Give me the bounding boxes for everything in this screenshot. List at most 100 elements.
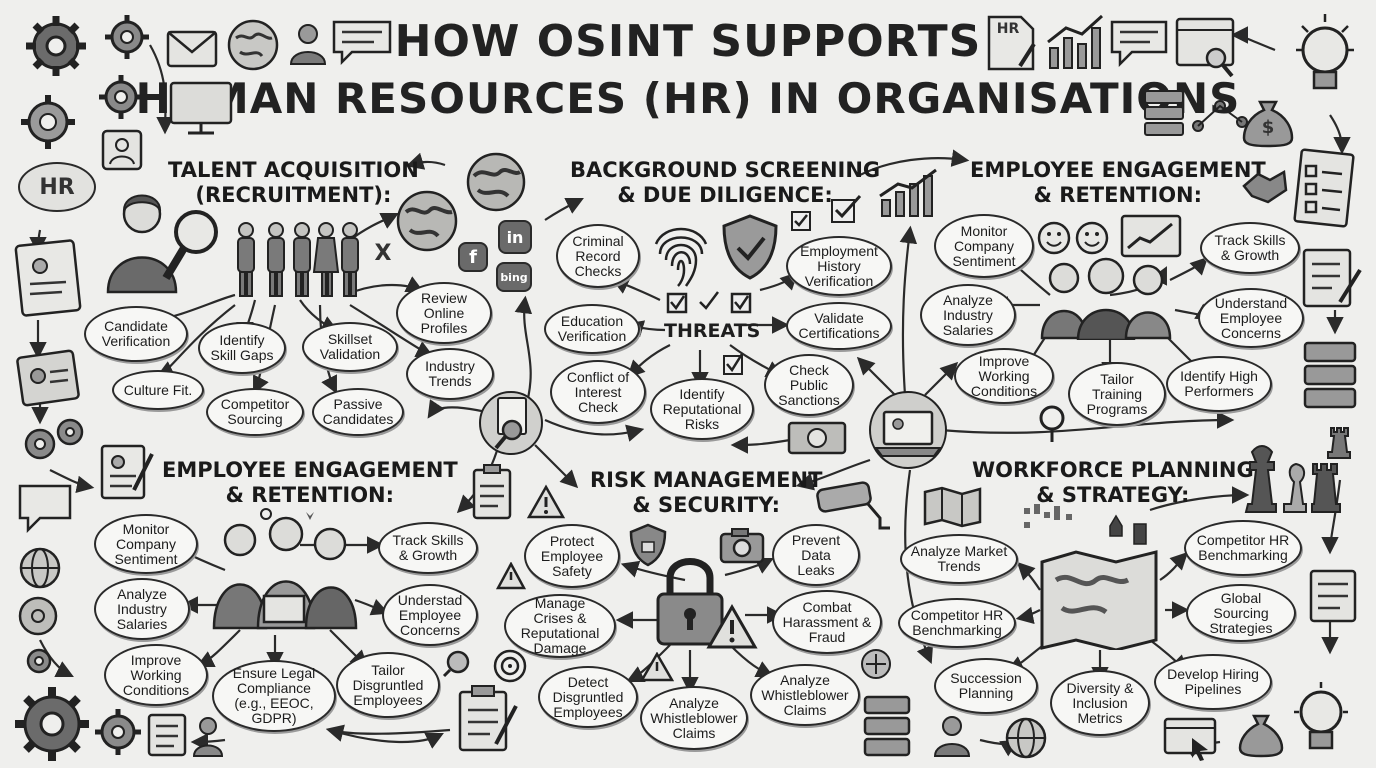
heading-engagement-top: EMPLOYEE ENGAGEMENT & RETENTION: [970, 158, 1266, 208]
heading-workforce-line2: & STRATEGY: [1036, 483, 1190, 507]
world-map-strategy-icon [1024, 504, 1158, 650]
heading-background-line2: & DUE DILIGENCE: [617, 183, 833, 207]
node-improve-working-conditions-bottom: Improve Working Conditions [104, 644, 208, 706]
node-competitor-sourcing: Competitor Sourcing [206, 388, 304, 436]
linkedin-icon: in [498, 220, 532, 254]
x-social-icon: X [374, 240, 392, 266]
checkmarks-row-icon [666, 291, 752, 314]
server-stack-icon [1303, 341, 1357, 409]
checklist-clipboard-icon [1293, 148, 1355, 228]
magnifier-icon [442, 650, 470, 678]
monitor-icon [169, 81, 233, 135]
magnifier-icon [1039, 405, 1065, 442]
title-line-2: HUMAN RESOURCES (HR) IN ORGANISATIONS [135, 74, 1241, 123]
heading-background-line1: BACKGROUND SCREENING [570, 158, 881, 182]
gear-icon [15, 687, 89, 761]
heading-engagement-bottom: EMPLOYEE ENGAGEMENT & RETENTION: [162, 458, 458, 508]
heading-talent-line2: (RECRUITMENT): [195, 183, 392, 207]
title-line-1: HOW OSINT SUPPORTS [394, 16, 982, 67]
heading-background-screening: BACKGROUND SCREENING & DUE DILIGENCE: [570, 158, 880, 208]
node-identify-high-performers: Identify High Performers [1166, 356, 1272, 412]
node-identify-reputational-risks: Identify Reputational Risks [650, 378, 754, 440]
money-bag-icon [1238, 714, 1284, 758]
node-analyze-industry-salaries-bottom: Analyze Industry Salaries [94, 578, 190, 640]
gear-icon [26, 648, 52, 674]
node-global-sourcing-strategies: Global Sourcing Strategies [1186, 584, 1296, 642]
server-stack-icon [863, 695, 911, 757]
heading-risk-line1: RISK MANAGEMENT [590, 468, 823, 492]
node-identify-skill-gaps: Identify Skill Gaps [198, 322, 286, 374]
warning-icon [526, 484, 566, 519]
node-conflict-of-interest-check: Conflict of Interest Check [550, 360, 646, 424]
heading-engagement-bottom-line2: & RETENTION: [225, 483, 395, 507]
node-monitor-company-sentiment-bottom: Monitor Company Sentiment [94, 514, 198, 574]
warning-icon [496, 562, 526, 590]
handshake-icon [1242, 169, 1288, 204]
bing-icon: bing [496, 262, 532, 292]
node-analyze-market-trends: Analyze Market Trends [900, 534, 1018, 584]
node-analyze-whistleblower-claims-1: Analyze Whistleblower Claims [640, 686, 748, 750]
money-bag-icon [1242, 100, 1294, 148]
heading-workforce-planning: WORKFORCE PLANNING & STRATEGY: [972, 458, 1254, 508]
node-competitor-hr-benchmarking-right: Competitor HR Benchmarking [1184, 520, 1302, 576]
chess-pieces-icon [1244, 427, 1351, 513]
checklist-person-icon [147, 713, 224, 757]
clipboard-icon [458, 685, 518, 752]
person-icon [289, 24, 327, 65]
node-combat-harassment-fraud: Combat Harassment & Fraud [772, 590, 882, 654]
security-camera-icon [816, 481, 890, 530]
warning-icon [640, 652, 674, 682]
node-improve-working-conditions-top: Improve Working Conditions [954, 348, 1054, 404]
target-icon [493, 649, 527, 683]
node-analyze-industry-salaries-top: Analyze Industry Salaries [920, 284, 1016, 346]
chat-bubble-icon [1110, 20, 1168, 68]
smiley-faces-icon [1037, 221, 1109, 255]
gear-icon [21, 95, 75, 149]
network-globe-icon [18, 596, 58, 636]
globe-icon [227, 19, 279, 71]
profile-card-icon [101, 129, 143, 171]
node-tailor-training-programs: Tailor Training Programs [1068, 362, 1166, 426]
checkbox-icon [791, 211, 811, 231]
threats-label: THREATS [664, 320, 761, 342]
node-tailor-disgruntled-employees: Tailor Disgruntled Employees [336, 652, 440, 718]
padlock-icon [656, 558, 724, 646]
node-candidate-verification: Candidate Verification [84, 306, 188, 362]
chat-bubble-icon [18, 484, 72, 534]
hr-document-icon [987, 15, 1036, 71]
brain-network-icon [861, 649, 891, 679]
heading-risk-management: RISK MANAGEMENT & SECURITY: [590, 468, 822, 518]
candidate-group-icon [237, 222, 359, 297]
resume-document-icon [14, 239, 82, 317]
node-employment-history-verification: Employment History Verification [786, 236, 892, 296]
node-manage-crises: Manage Crises & Reputational Damage [504, 594, 616, 658]
gear-icon [26, 16, 86, 76]
server-stack-icon [1144, 90, 1184, 136]
camera-icon [719, 528, 765, 564]
facebook-icon: f [458, 242, 488, 272]
node-track-skills-growth-top: Track Skills & Growth [1200, 222, 1300, 274]
recruiter-with-magnifier-icon [106, 194, 218, 294]
heading-engagement-top-line2: & RETENTION: [1033, 183, 1203, 207]
lightbulb-icon [1296, 14, 1354, 90]
hr-speech-bubble-icon: HR [18, 162, 96, 212]
person-icon [933, 716, 971, 757]
node-ensure-legal-compliance: Ensure Legal Compliance (e.g., EEOC, GDP… [212, 660, 336, 732]
chart-screen-icon [1120, 214, 1182, 258]
checkbox-icon [723, 353, 744, 375]
gear-icon [105, 15, 149, 59]
node-culture-fit: Culture Fit. [112, 370, 204, 410]
node-protect-employee-safety: Protect Employee Safety [524, 524, 620, 588]
hr-document-label: HR [996, 21, 1020, 37]
network-nodes-icon [1192, 100, 1248, 132]
browser-cursor-icon [1163, 717, 1217, 761]
growth-chart-icon [879, 168, 937, 217]
heading-engagement-top-line1: EMPLOYEE ENGAGEMENT [970, 158, 1266, 182]
folded-map-icon [923, 486, 982, 528]
node-criminal-record-checks: Criminal Record Checks [556, 224, 640, 288]
node-track-skills-growth-bottom: Track Skills & Growth [378, 522, 478, 574]
node-competitor-hr-benchmarking-left: Competitor HR Benchmarking [898, 598, 1016, 648]
browser-search-icon [1175, 17, 1235, 78]
id-card-icon [16, 349, 80, 407]
node-analyze-whistleblower-claims-2: Analyze Whistleblower Claims [750, 664, 860, 726]
